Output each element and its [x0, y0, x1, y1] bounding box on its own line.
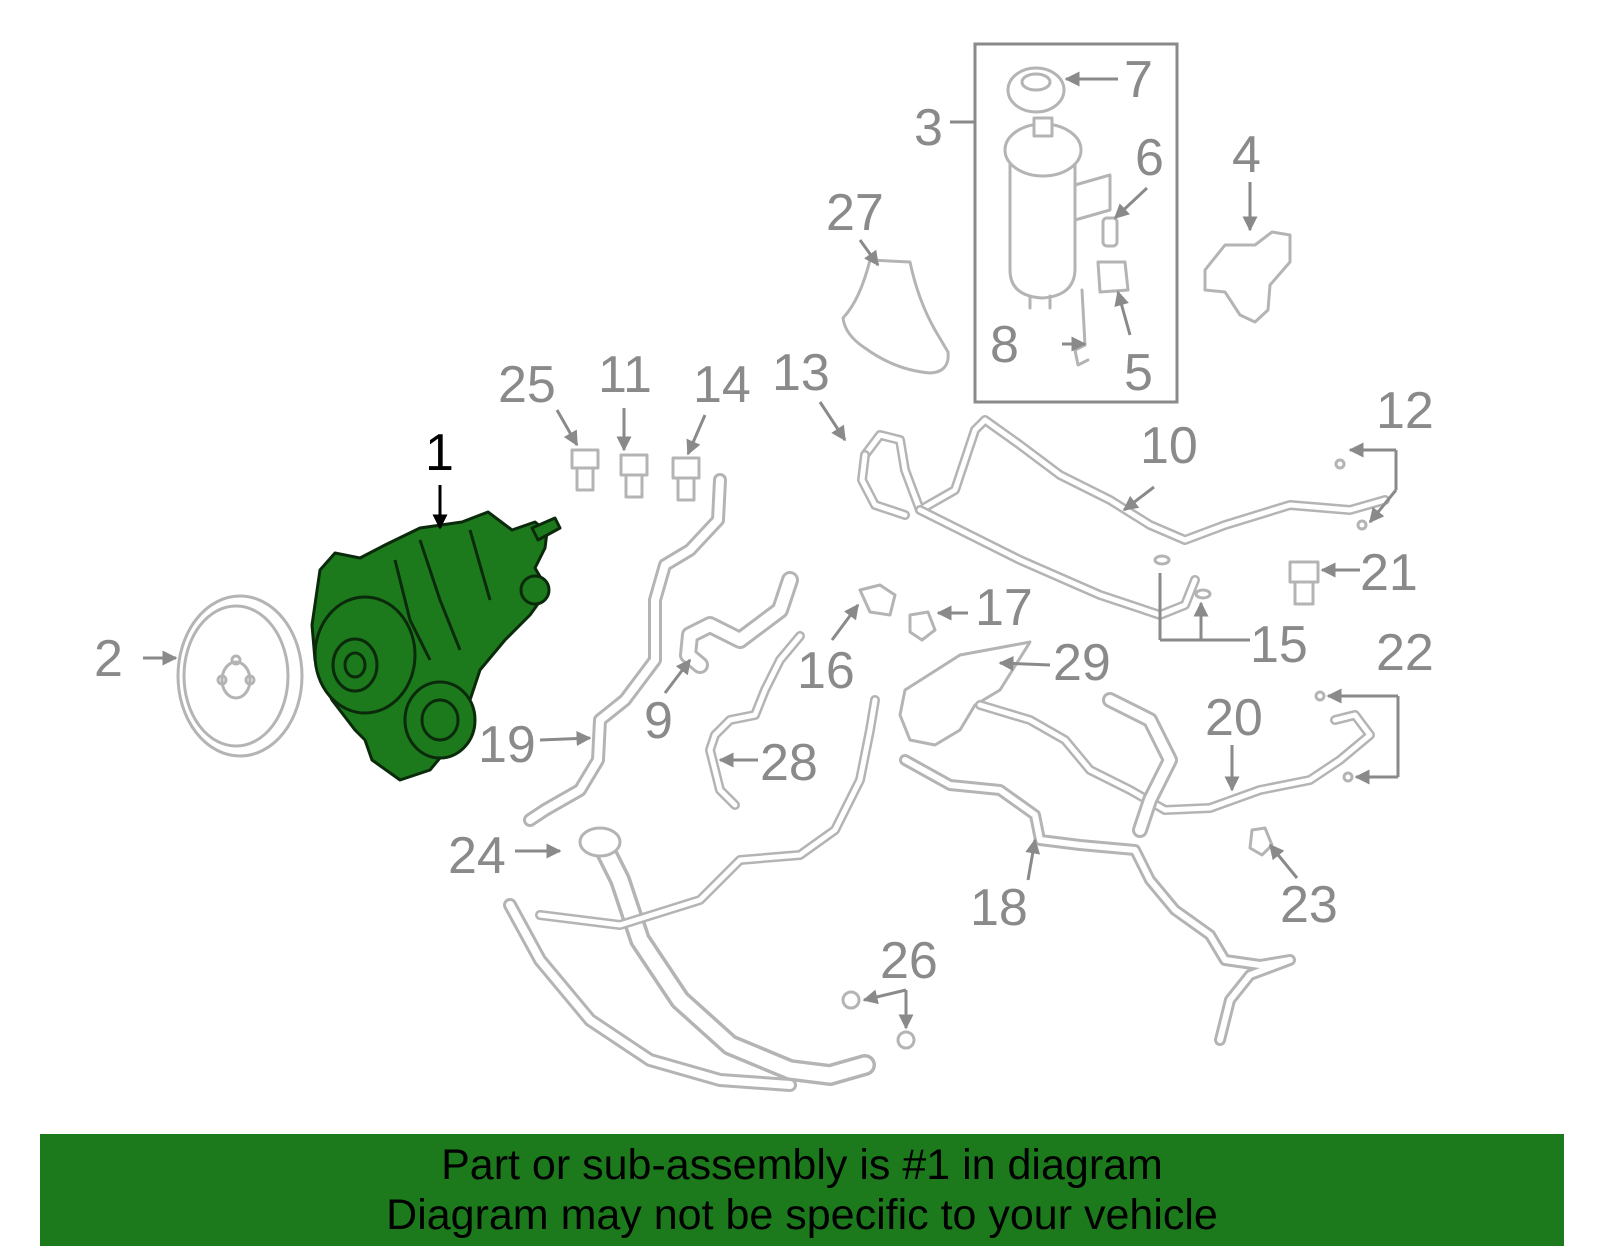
- part-4-bracket[interactable]: [1203, 230, 1292, 324]
- part-26-washer-b[interactable]: [896, 1030, 916, 1050]
- callout-8: 8: [990, 316, 1019, 374]
- callout-14: 14: [693, 356, 751, 414]
- part-16-clip[interactable]: [858, 583, 897, 617]
- callout-labels: 1 2 3 4 5 6 7 8 9 10 11 12 13 14 15 16 1…: [94, 51, 1434, 990]
- callout-4: 4: [1232, 126, 1261, 184]
- reservoir-kit-box: [973, 42, 1179, 404]
- callout-27: 27: [826, 184, 884, 242]
- part-6-fitting[interactable]: [1101, 216, 1119, 248]
- callout-2: 2: [94, 630, 123, 688]
- callout-17: 17: [975, 579, 1033, 637]
- banner-line-1: Part or sub-assembly is #1 in diagram: [441, 1141, 1163, 1189]
- callout-23: 23: [1280, 876, 1338, 934]
- part-22-washer-a[interactable]: [1314, 690, 1326, 702]
- callout-18: 18: [970, 879, 1028, 937]
- callout-1: 1: [425, 424, 454, 482]
- part-8-sensor[interactable]: [1073, 288, 1090, 367]
- callout-7: 7: [1124, 51, 1153, 109]
- part-11-fitting[interactable]: [619, 453, 649, 499]
- part-22-washer-b[interactable]: [1342, 771, 1354, 783]
- callout-13: 13: [772, 344, 830, 402]
- part-25-fitting[interactable]: [570, 448, 600, 492]
- part-3-reservoir[interactable]: [1003, 116, 1112, 310]
- part-12-washer-a[interactable]: [1334, 458, 1346, 470]
- part-12-washer-b[interactable]: [1356, 519, 1368, 531]
- part-14-fitting[interactable]: [671, 456, 701, 502]
- callout-11: 11: [598, 346, 652, 404]
- part-17-clip[interactable]: [908, 610, 937, 642]
- banner-line-2: Diagram may not be specific to your vehi…: [386, 1191, 1218, 1239]
- callout-21: 21: [1360, 544, 1418, 602]
- part-26-washer-a[interactable]: [841, 990, 861, 1010]
- callout-29: 29: [1053, 634, 1111, 692]
- part-2-pulley[interactable]: [176, 594, 304, 758]
- part-27-shield[interactable]: [841, 258, 950, 375]
- callout-12: 12: [1376, 382, 1434, 440]
- callout-26: 26: [880, 932, 938, 990]
- part-1-power-steering-pump[interactable]: [310, 510, 562, 782]
- info-banner: Part or sub-assembly is #1 in diagram Di…: [40, 1134, 1564, 1246]
- part-15-washer-a[interactable]: [1153, 554, 1171, 566]
- part-23-clip[interactable]: [1248, 826, 1274, 857]
- callout-3: 3: [914, 99, 943, 157]
- callout-16: 16: [797, 642, 855, 700]
- part-21-fitting[interactable]: [1288, 560, 1320, 606]
- callout-25: 25: [498, 356, 556, 414]
- callout-28: 28: [760, 734, 818, 792]
- callout-15: 15: [1250, 616, 1308, 674]
- callout-6: 6: [1135, 129, 1164, 187]
- callout-19: 19: [478, 716, 536, 774]
- callout-9: 9: [644, 692, 673, 750]
- part-29-shield[interactable]: [898, 640, 1032, 747]
- callout-22: 22: [1376, 624, 1434, 682]
- part-5-filter[interactable]: [1096, 260, 1130, 294]
- leader-lines: [143, 71, 1400, 1030]
- part-15-washer-b[interactable]: [1194, 588, 1212, 600]
- callout-10: 10: [1140, 417, 1198, 475]
- callout-5: 5: [1124, 344, 1153, 402]
- callout-20: 20: [1205, 689, 1263, 747]
- callout-24: 24: [448, 827, 506, 885]
- part-7-reservoir-cap[interactable]: [1006, 66, 1066, 114]
